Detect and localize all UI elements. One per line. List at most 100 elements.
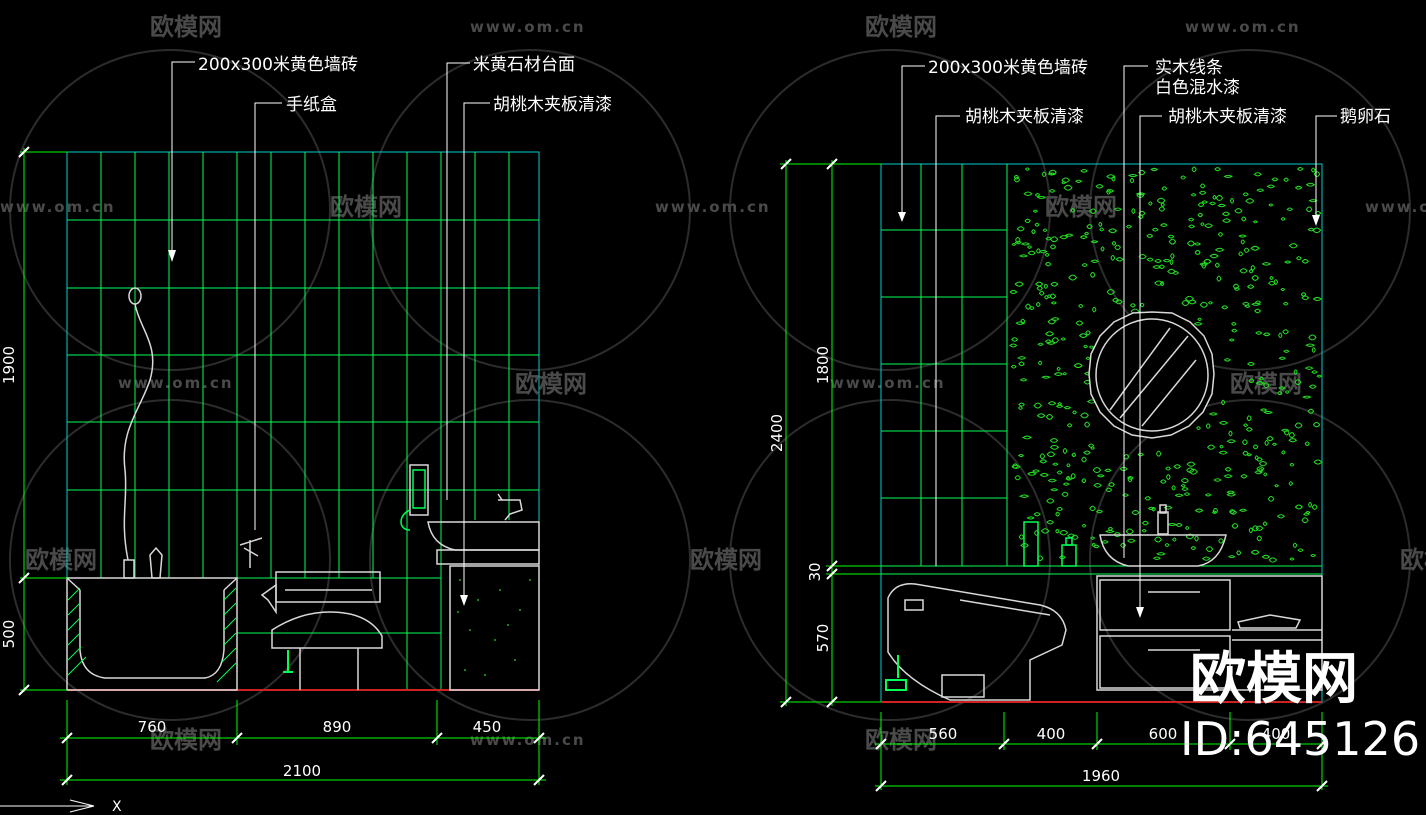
- pebble: [1292, 542, 1298, 548]
- watermark-url: www.om.cn: [0, 198, 116, 216]
- pebble: [1294, 422, 1303, 429]
- pebble: [1169, 259, 1174, 266]
- pebble: [1125, 528, 1134, 535]
- pebble: [1081, 523, 1087, 528]
- pebble: [1104, 529, 1115, 533]
- pebble: [1061, 491, 1069, 497]
- pebble: [1038, 290, 1045, 296]
- pebble: [1236, 550, 1242, 556]
- pebble: [1238, 251, 1244, 257]
- pebble: [1039, 453, 1046, 460]
- shower-hose: [123, 287, 163, 579]
- pebble: [1302, 395, 1312, 399]
- pebble: [1310, 553, 1316, 558]
- bathtub: [66, 577, 238, 691]
- pebble: [1284, 390, 1290, 394]
- pebble: [1167, 268, 1176, 275]
- pebble: [1091, 306, 1097, 313]
- pebble: [1171, 485, 1176, 491]
- dim-right-width-toilet: 560: [929, 725, 958, 743]
- pebble: [1144, 496, 1152, 501]
- pebble: [1079, 235, 1088, 240]
- pebble: [1138, 254, 1147, 260]
- pebble: [1238, 508, 1248, 512]
- dim-left-height-total: 1900: [0, 346, 18, 384]
- pebble: [1013, 177, 1021, 183]
- pebble: [1263, 472, 1268, 477]
- pebble: [1016, 226, 1025, 232]
- pebble: [1254, 308, 1261, 314]
- pebble: [1115, 257, 1124, 262]
- counter-bottles: [1023, 521, 1077, 567]
- pebble: [1039, 459, 1048, 464]
- pebble: [1312, 296, 1322, 302]
- pebble: [1091, 542, 1096, 547]
- pebble: [1050, 281, 1059, 287]
- pebble: [1241, 216, 1247, 222]
- pebble: [1256, 535, 1262, 542]
- pebble: [1040, 528, 1050, 534]
- pebble: [1081, 263, 1088, 267]
- pebble: [1289, 462, 1295, 467]
- pebble: [1294, 185, 1303, 190]
- pebble: [1090, 536, 1096, 540]
- pebble: [1055, 511, 1060, 517]
- pebble: [1154, 536, 1162, 543]
- pebble: [1051, 317, 1060, 321]
- watermark-url: www.om.cn: [830, 374, 946, 392]
- dim-right-height-upper: 1800: [814, 346, 832, 384]
- pebble: [1129, 178, 1135, 184]
- pebble: [1127, 476, 1133, 483]
- pebble: [1228, 555, 1236, 559]
- pebble: [1196, 426, 1201, 431]
- pebble: [1202, 556, 1211, 561]
- pebble: [1168, 238, 1177, 245]
- pebble: [1045, 414, 1054, 420]
- pebble: [1214, 262, 1220, 268]
- pebble: [1267, 280, 1276, 286]
- dim-left-width-vanity: 450: [473, 718, 502, 736]
- pebble: [1043, 283, 1049, 289]
- pebble: [1193, 322, 1203, 326]
- pebble: [1081, 456, 1087, 463]
- pebble: [1131, 509, 1140, 516]
- pebble: [1172, 537, 1177, 542]
- pebble: [1205, 546, 1214, 553]
- pebble: [1042, 228, 1048, 233]
- pebble: [1308, 199, 1318, 203]
- right-dimension-lines: [780, 160, 1328, 790]
- left-leader-arrows: [168, 250, 468, 606]
- pebble: [1226, 439, 1236, 444]
- pebble: [1090, 259, 1099, 263]
- pebble: [1035, 248, 1041, 254]
- pebble: [1019, 378, 1028, 382]
- pebble: [1199, 262, 1209, 266]
- pebble: [1089, 208, 1097, 214]
- watermark-brand: 欧模网: [1045, 193, 1117, 221]
- pebble: [1151, 506, 1156, 512]
- pebble: [1137, 452, 1144, 457]
- pebble: [1152, 556, 1161, 560]
- pebble: [1073, 363, 1083, 369]
- pebble: [1246, 415, 1252, 422]
- pebble: [1194, 508, 1204, 513]
- pebble: [1154, 280, 1164, 286]
- pebble: [1037, 342, 1044, 346]
- pebble: [1247, 361, 1255, 366]
- pebble: [1305, 343, 1316, 347]
- pebble: [1221, 211, 1231, 217]
- pebble: [1180, 483, 1186, 488]
- pebble: [1316, 374, 1322, 378]
- pebble: [1181, 487, 1189, 492]
- pebble: [1070, 208, 1076, 213]
- pebble: [1114, 299, 1123, 305]
- watermark-url: www.om.cn: [1185, 18, 1301, 36]
- pebble: [1050, 488, 1059, 492]
- left-dimension-ticks: [18, 146, 545, 786]
- pebble: [1048, 169, 1057, 175]
- pebble: [1068, 274, 1078, 281]
- watermark-urls: www.om.cn www.om.cn www.om.cn www.om.cn …: [0, 18, 1426, 749]
- pebble: [1167, 522, 1178, 527]
- pebble: [1161, 186, 1168, 191]
- pebble: [1199, 301, 1208, 308]
